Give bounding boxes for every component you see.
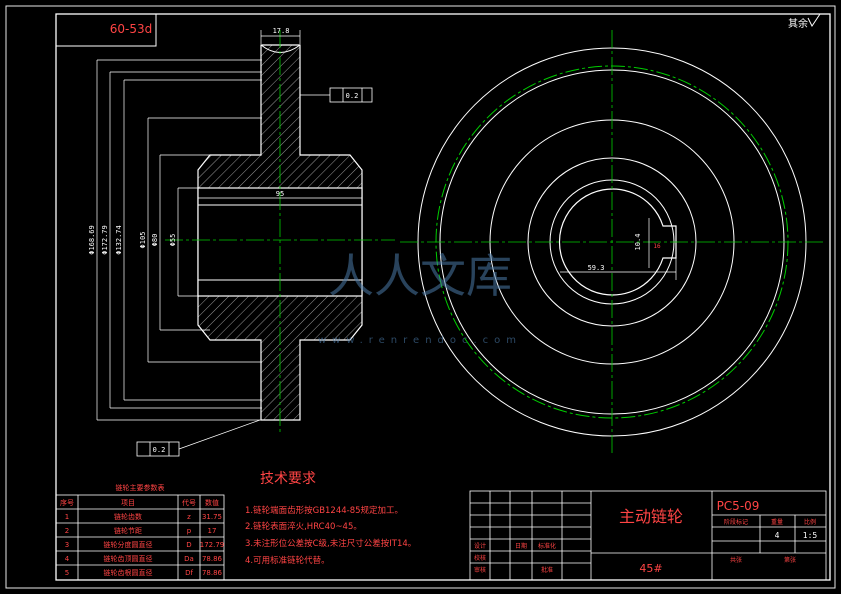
title-block-label: 重量 bbox=[771, 518, 783, 526]
param-table-title: 链轮主要参数表 bbox=[116, 483, 165, 492]
param-cell: Da bbox=[184, 555, 194, 563]
title-block-label: 比例 bbox=[804, 518, 816, 526]
inner-border bbox=[55, 13, 831, 581]
param-cell: 2 bbox=[65, 527, 69, 535]
param-cell: D bbox=[186, 541, 191, 549]
param-cell: 1 bbox=[65, 513, 69, 521]
title-block bbox=[469, 490, 827, 581]
tolerance-value-2: 0.2 bbox=[153, 446, 166, 454]
param-cell: 4 bbox=[65, 555, 70, 563]
tech-heading: 技术要求 bbox=[260, 471, 316, 487]
param-cell: 31.75 bbox=[202, 513, 222, 521]
front-view bbox=[400, 30, 825, 455]
param-cell: 链轮齿顶圆直径 bbox=[104, 554, 153, 563]
param-header-cell: 代号 bbox=[182, 498, 196, 507]
tolerance-frame-2: 0.2 bbox=[136, 419, 261, 457]
tolerance-value-1: 0.2 bbox=[346, 92, 359, 100]
watermark-url: www.renrendoc.com bbox=[318, 335, 522, 346]
param-cell: 链轮齿数 bbox=[114, 512, 142, 521]
param-cell: 3 bbox=[65, 541, 69, 549]
param-cell: 78.86 bbox=[202, 555, 223, 563]
key-dimensions bbox=[560, 218, 677, 280]
roughness-icon bbox=[807, 13, 821, 27]
outer-border bbox=[5, 5, 836, 589]
corner-mark: 其余 bbox=[788, 17, 808, 30]
param-header-cell: 数值 bbox=[205, 498, 219, 507]
dim-key-h: 59.3 bbox=[588, 264, 605, 272]
title-block-label: 设计 bbox=[474, 542, 486, 550]
dim-key-w: 16 bbox=[653, 243, 661, 250]
dim-dia1: Φ168.69 bbox=[88, 225, 96, 255]
dim-dia3: Φ132.74 bbox=[115, 225, 123, 255]
param-header-cell: 序号 bbox=[60, 498, 74, 507]
param-table-cells: 序号 项目 代号数值 1 链轮齿数 z 31.75 2 链轮节距 p 17 3 链轮分度圆直径 D 172.… bbox=[60, 498, 224, 577]
dim-dia6: Φ55 bbox=[169, 234, 177, 247]
param-cell: 17 bbox=[208, 527, 217, 535]
drawing-scale: 1:5 bbox=[803, 531, 818, 540]
dim-bore-len: 95 bbox=[276, 190, 284, 198]
title-block-label: 日期 bbox=[515, 542, 527, 550]
title-block-label: 审核 bbox=[474, 566, 486, 574]
tech-item-2: 2.链轮表面淬火,HRC40~45。 bbox=[245, 521, 362, 532]
dim-dia2: Φ172.79 bbox=[101, 225, 109, 255]
title-block-label: 共张 bbox=[730, 556, 742, 564]
tech-item-3: 3.未注形位公差按C级,未注尺寸公差按IT14。 bbox=[245, 538, 416, 549]
dim-dia5: Φ80 bbox=[151, 234, 159, 247]
param-cell: 172.79 bbox=[200, 541, 225, 549]
param-cell: 链轮分度圆直径 bbox=[104, 540, 153, 549]
drawing-title: 主动链轮 bbox=[619, 507, 683, 526]
drawing-code: PC5-09 bbox=[717, 499, 760, 513]
drawing-quantity: 4 bbox=[775, 531, 780, 540]
param-cell: Df bbox=[185, 569, 193, 577]
section-view bbox=[165, 30, 395, 435]
title-stamp-box bbox=[55, 13, 157, 47]
boss-circle bbox=[527, 157, 697, 327]
title-block-label: 标准化 bbox=[538, 542, 556, 550]
param-cell: 链轮节距 bbox=[114, 526, 142, 535]
param-cell: 78.86 bbox=[202, 569, 223, 577]
param-cell: 5 bbox=[65, 569, 69, 577]
tolerance-frame-1: 0.2 bbox=[300, 87, 373, 103]
title-block-label: 阶段标记 bbox=[724, 518, 748, 526]
dim-top-width: 17.8 bbox=[273, 27, 290, 35]
title-block-label: 第张 bbox=[784, 556, 796, 564]
keyed-bore bbox=[558, 188, 677, 296]
watermark-logo: 人人文库 bbox=[328, 249, 512, 303]
param-cell: 链轮齿根圆直径 bbox=[104, 568, 153, 577]
title-block-label: 校核 bbox=[474, 554, 486, 562]
tech-item-1: 1.链轮端面齿形按GB1244-85规定加工。 bbox=[245, 505, 403, 516]
param-header-cell: 项目 bbox=[121, 499, 135, 507]
dimensions bbox=[96, 30, 362, 421]
param-cell: z bbox=[187, 513, 191, 521]
drawing-material: 45# bbox=[639, 562, 662, 575]
title-stamp: 60-53d bbox=[110, 22, 153, 36]
dim-key-depth: 10.4 bbox=[634, 234, 642, 251]
param-table bbox=[55, 494, 225, 581]
param-cell: p bbox=[187, 527, 192, 535]
tech-item-4: 4.可用标准链轮代替。 bbox=[245, 555, 330, 566]
dim-dia4: Φ105 bbox=[139, 232, 147, 249]
title-block-label: 批准 bbox=[541, 566, 553, 574]
